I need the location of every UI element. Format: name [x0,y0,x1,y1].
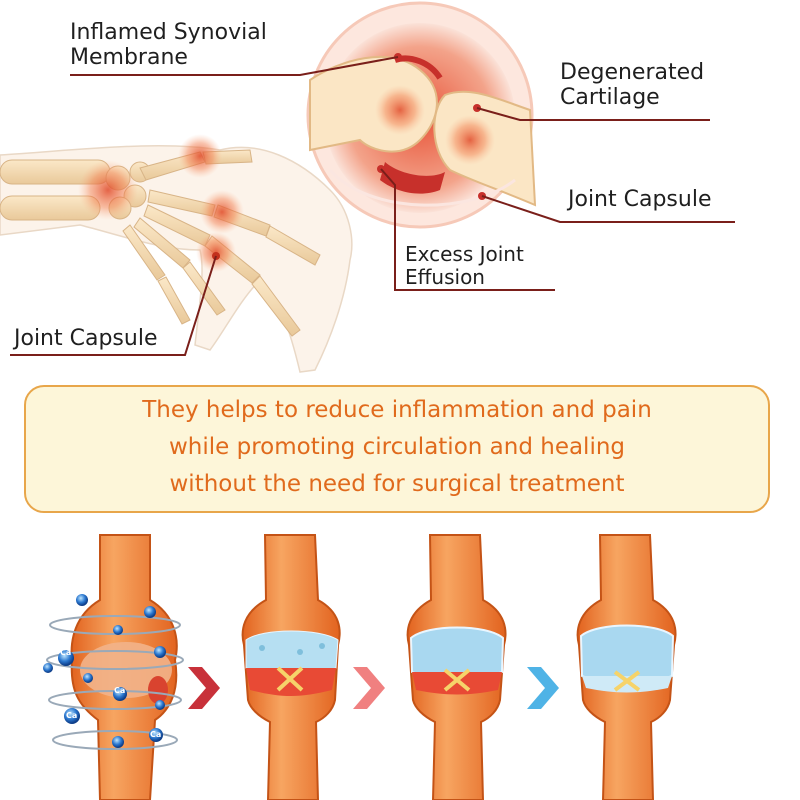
chevron-right-icon [188,667,220,709]
label-degenerated-cartilage: Degenerated Cartilage [560,60,705,110]
banner-line-2: while promoting circulation and healing [168,434,626,460]
ion-symbol: Ca [60,648,72,657]
label-joint-capsule-left: Joint Capsule [14,326,158,351]
zoomed-joint [306,1,537,229]
knee-stage-1 [46,534,184,800]
hand-skeleton [0,134,353,373]
label-joint-capsule-right: Joint Capsule [568,187,712,212]
knee-stage-2 [241,534,341,800]
banner-line-3: without the need for surgical treatment [169,471,625,497]
banner-line-1: They helps to reduce inflammation and pa… [142,397,652,423]
label-inflamed-synovial-membrane: Inflamed Synovial Membrane [70,20,267,70]
ion-symbol: Ca [114,686,126,695]
label-excess-joint-effusion: Excess Joint Effusion [405,242,524,289]
ion-symbol: Ca [66,711,78,720]
callout-lines [10,56,735,356]
knee-stage-3 [406,534,507,800]
benefit-banner: They helps to reduce inflammation and pa… [24,385,770,513]
chevron-right-icon [527,667,559,709]
ion-symbol: Ca [150,730,162,739]
knee-stage-4 [576,534,677,800]
calcium-ions [43,594,166,748]
chevron-right-icon [353,667,385,709]
